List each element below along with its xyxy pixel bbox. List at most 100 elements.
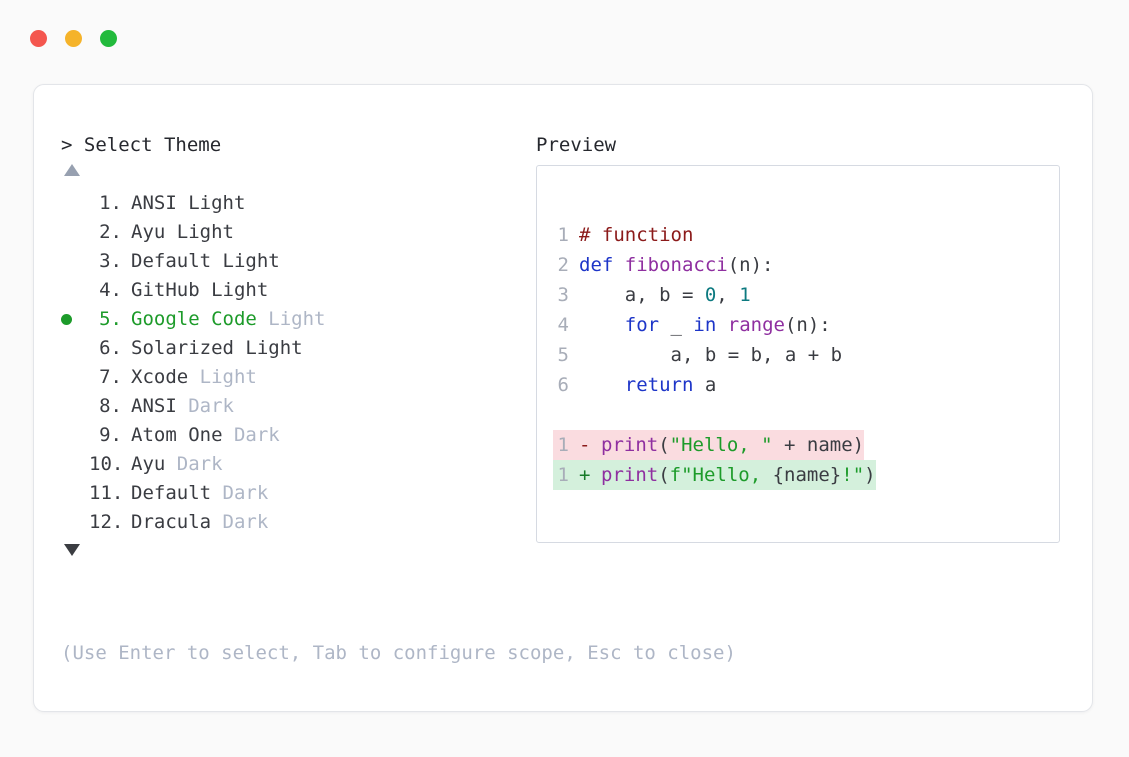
code-token (579, 314, 625, 336)
code-token: {name} (772, 464, 842, 486)
theme-variant: Light (268, 308, 326, 330)
theme-variant: Dark (222, 511, 269, 533)
code-line-content: def fibonacci(n): (579, 250, 773, 280)
theme-list-item[interactable]: 4. GitHub Light (61, 276, 531, 305)
code-token: for (624, 314, 660, 336)
line-number: 5 (557, 344, 569, 366)
code-token (579, 374, 625, 396)
theme-name: ANSI Light (131, 192, 246, 214)
code-token: 0 (704, 284, 717, 306)
theme-list-item[interactable]: 10.Ayu Dark (61, 450, 531, 479)
theme-name: Atom One (131, 424, 223, 446)
theme-variant: Light (199, 366, 257, 388)
code-line: 3 a, b = 0, 1 (553, 280, 1053, 310)
code-token: a, b = (579, 284, 705, 306)
code-token: "Hello, " (669, 434, 773, 456)
selection-indicator (61, 305, 89, 334)
diff-marker: - (579, 434, 591, 456)
code-token: print (601, 434, 659, 456)
theme-list-item[interactable]: 5.Google Code Light (61, 305, 531, 334)
theme-list-item[interactable]: 9.Atom One Dark (61, 421, 531, 450)
selected-bullet-icon (61, 314, 72, 325)
selection-indicator (61, 479, 89, 508)
theme-index: 5. (99, 308, 122, 330)
code-line-content: return a (579, 370, 717, 400)
selection-indicator (61, 450, 89, 479)
code-line: 1# function (553, 220, 1053, 250)
theme-name: Default (131, 482, 212, 504)
selection-indicator (61, 276, 89, 305)
code-line: 5 a, b = b, a + b (553, 340, 1053, 370)
theme-index: 3. (99, 250, 122, 272)
page-title: > Select Theme (61, 134, 222, 156)
code-token: in (693, 314, 717, 336)
code-line-content: a, b = b, a + b (579, 340, 843, 370)
code-line-content: # function (579, 220, 693, 250)
scroll-down-arrow[interactable] (61, 537, 531, 563)
code-token: # function (579, 224, 694, 246)
preview-title: Preview (536, 134, 617, 156)
code-token: ) (864, 464, 876, 486)
theme-name: Solarized Light (131, 337, 303, 359)
code-line: 2 def fibonacci(n): (553, 250, 1053, 280)
selection-indicator (61, 189, 89, 218)
theme-name: Ayu (131, 453, 166, 475)
theme-list-item[interactable]: 7.Xcode Light (61, 363, 531, 392)
code-token: a (693, 374, 717, 396)
theme-list-item[interactable]: 11.Default Dark (61, 479, 531, 508)
window-controls (30, 30, 117, 47)
theme-index: 2. (99, 221, 122, 243)
line-number: 6 (557, 374, 569, 396)
scroll-up-arrow[interactable] (61, 157, 531, 183)
selection-indicator (61, 508, 89, 537)
minimize-window-button[interactable] (65, 30, 82, 47)
code-token: def (579, 254, 625, 276)
code-token: a, b = b, a + b (579, 344, 843, 366)
selection-indicator (61, 392, 89, 421)
code-token: , (716, 284, 740, 306)
theme-variant: Dark (176, 453, 223, 475)
diff-line-content: print(f"Hello, {name}!") (601, 460, 876, 490)
theme-name: Xcode (131, 366, 189, 388)
code-token: fibonacci (624, 254, 728, 276)
theme-list-item[interactable]: 8.ANSI Dark (61, 392, 531, 421)
theme-index: 6. (99, 337, 122, 359)
line-number: 2 (557, 254, 569, 276)
theme-name: GitHub Light (131, 279, 269, 301)
code-line-content: a, b = 0, 1 (579, 280, 751, 310)
code-line: 4 for _ in range(n): (553, 310, 1053, 340)
code-token (716, 314, 727, 336)
chevron-up-icon (64, 164, 80, 176)
diff-line-add: 1+print(f"Hello, {name}!") (553, 460, 876, 490)
diff-marker: + (579, 464, 591, 486)
theme-index: 11. (89, 482, 124, 504)
code-token: 1 (739, 284, 751, 306)
code-token: range (727, 314, 785, 336)
code-token: !" (841, 464, 865, 486)
diff-line-content: print("Hello, " + name) (601, 430, 864, 460)
theme-list-item[interactable]: 1. ANSI Light (61, 189, 531, 218)
selection-indicator (61, 218, 89, 247)
code-line-content: for _ in range(n): (579, 310, 831, 340)
theme-list-item[interactable]: 12.Dracula Dark (61, 508, 531, 537)
code-token: (n): (784, 314, 831, 336)
theme-list-item[interactable]: 2.Ayu Light (61, 218, 531, 247)
theme-index: 1. (99, 192, 122, 214)
close-window-button[interactable] (30, 30, 47, 47)
theme-index: 8. (99, 395, 122, 417)
theme-list-item[interactable]: 6. Solarized Light (61, 334, 531, 363)
code-line: 6 return a (553, 370, 1053, 400)
line-number: 4 (557, 314, 569, 336)
code-token: _ (659, 314, 694, 336)
maximize-window-button[interactable] (100, 30, 117, 47)
theme-name: ANSI (131, 395, 177, 417)
theme-index: 4. (99, 279, 122, 301)
theme-list-item[interactable]: 3.Default Light (61, 247, 531, 276)
code-token: ( (658, 464, 670, 486)
